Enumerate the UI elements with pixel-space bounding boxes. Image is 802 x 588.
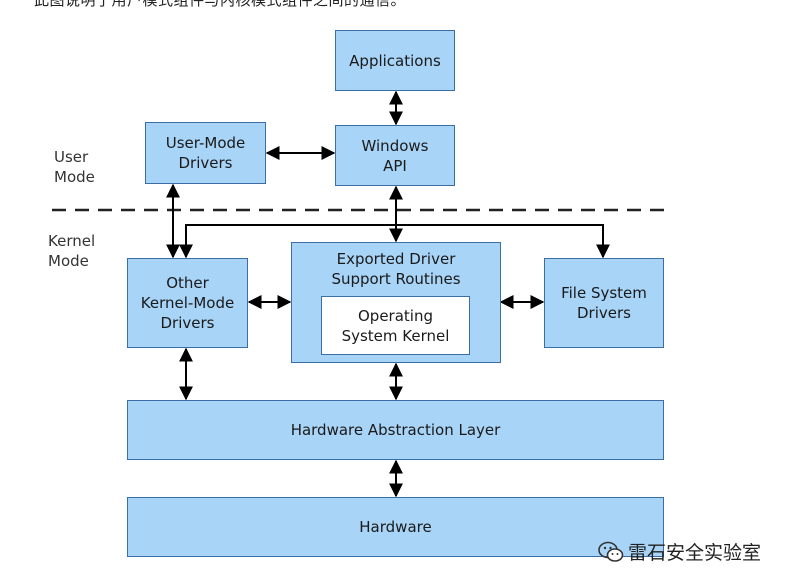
watermark: 雷石安全实验室 <box>598 538 761 565</box>
hardware-abstraction-layer-box: Hardware Abstraction Layer <box>127 400 664 460</box>
kernel-mode-label: Kernel Mode <box>48 232 96 270</box>
caption-text-cut: 此图说明了用户模式组件与内核模式组件之间的通信。 <box>34 0 407 9</box>
file-system-drivers-box: File System Drivers <box>544 258 664 348</box>
arrow-api-to-kernel-drivers <box>179 224 396 259</box>
hardware-box: Hardware <box>127 497 664 557</box>
applications-box: Applications <box>335 30 455 91</box>
operating-system-kernel-box: Operating System Kernel <box>321 296 470 355</box>
windows-api-box: Windows API <box>335 125 455 186</box>
arrow-api-to-file-system <box>396 224 610 259</box>
user-mode-drivers-box: User-Mode Drivers <box>145 122 266 184</box>
wechat-icon <box>598 541 624 563</box>
watermark-text: 雷石安全实验室 <box>628 542 762 564</box>
other-kernel-mode-drivers-box: Other Kernel-Mode Drivers <box>127 258 248 348</box>
user-mode-label: User Mode <box>54 148 95 186</box>
